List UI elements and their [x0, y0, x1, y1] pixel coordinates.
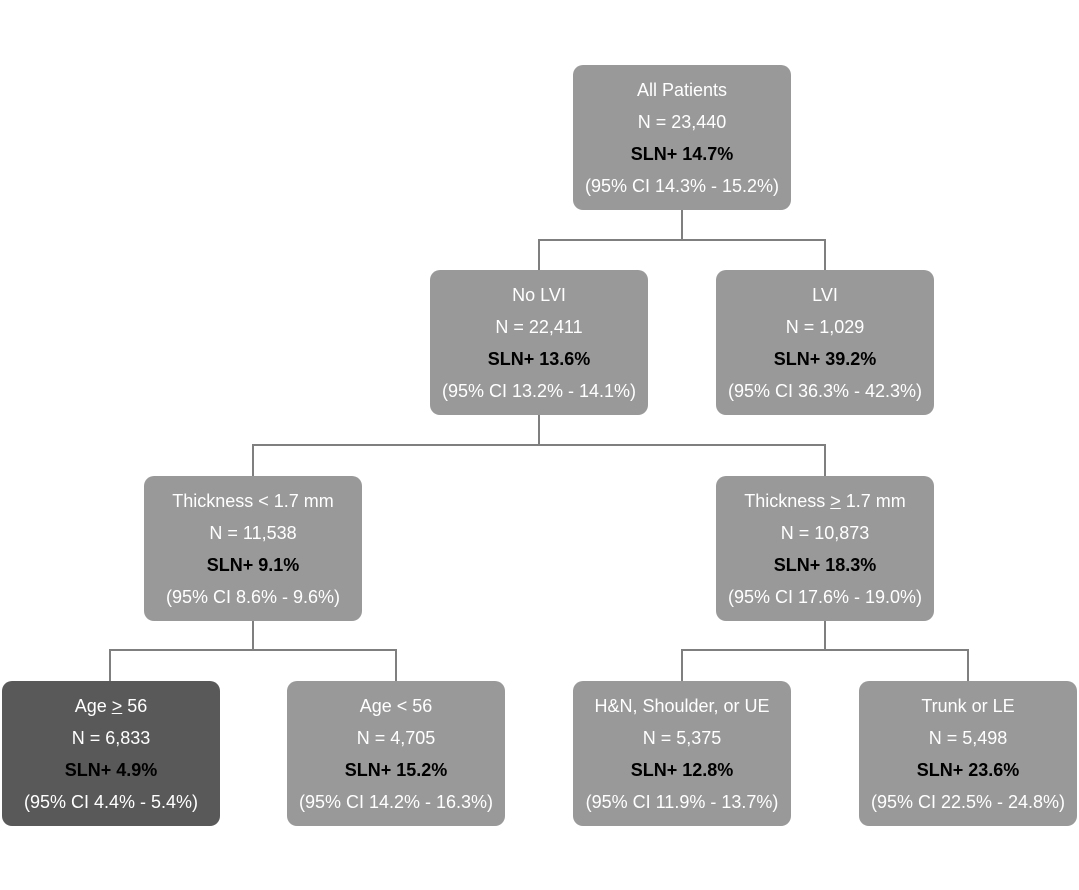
node-lvi: LVI N = 1,029 SLN+ 39.2% (95% CI 36.3% -…	[716, 270, 934, 415]
connector-thin-to-age-ge	[109, 620, 254, 681]
node-count: N = 4,705	[356, 727, 436, 748]
node-count: N = 11,538	[209, 522, 297, 543]
node-label: Age > 56	[75, 690, 148, 722]
node-ci: (95% CI 14.3% - 15.2%)	[584, 175, 780, 196]
node-count: N = 22,411	[495, 316, 583, 337]
node-count: N = 1,029	[785, 316, 865, 337]
node-age-lt: Age < 56 N = 4,705 SLN+ 15.2% (95% CI 14…	[287, 681, 505, 826]
node-label: Trunk or LE	[921, 695, 1015, 716]
node-ci: (95% CI 11.9% - 13.7%)	[585, 791, 779, 812]
node-sln-rate: SLN+ 15.2%	[344, 759, 448, 780]
node-label: All Patients	[636, 79, 728, 100]
connector-thin-to-age-lt	[253, 649, 397, 681]
ge-symbol: >	[830, 490, 841, 511]
node-ci: (95% CI 22.5% - 24.8%)	[870, 791, 1066, 812]
node-label: Thickness < 1.7 mm	[172, 490, 334, 511]
node-label: Age < 56	[359, 695, 433, 716]
node-ci: (95% CI 17.6% - 19.0%)	[727, 586, 923, 607]
node-sln-rate: SLN+ 39.2%	[773, 348, 877, 369]
connector-nolvi-to-thin	[252, 415, 540, 476]
node-label: LVI	[812, 284, 838, 305]
connector-thick-to-trunk	[825, 649, 969, 681]
node-thickness-ge: Thickness > 1.7 mm N = 10,873 SLN+ 18.3%…	[716, 476, 934, 621]
connector-all-to-lvi	[682, 239, 826, 270]
node-ci: (95% CI 14.2% - 16.3%)	[298, 791, 494, 812]
node-age-ge: Age > 56 N = 6,833 SLN+ 4.9% (95% CI 4.4…	[2, 681, 220, 826]
node-ci: (95% CI 13.2% - 14.1%)	[441, 380, 637, 401]
node-count: N = 5,498	[928, 727, 1008, 748]
connector-all-to-lvi-split	[538, 210, 683, 270]
node-thickness-lt: Thickness < 1.7 mm N = 11,538 SLN+ 9.1% …	[144, 476, 362, 621]
connector-thick-to-hn	[681, 620, 826, 681]
label-prefix: Thickness	[744, 490, 831, 511]
node-all-patients: All Patients N = 23,440 SLN+ 14.7% (95% …	[573, 65, 791, 210]
node-trunk-le: Trunk or LE N = 5,498 SLN+ 23.6% (95% CI…	[859, 681, 1077, 826]
node-hn-shoulder-ue: H&N, Shoulder, or UE N = 5,375 SLN+ 12.8…	[573, 681, 791, 826]
node-ci: (95% CI 8.6% - 9.6%)	[165, 586, 341, 607]
node-sln-rate: SLN+ 18.3%	[773, 554, 877, 575]
connector-nolvi-to-thick	[539, 444, 826, 476]
node-count: N = 10,873	[780, 522, 870, 543]
label-suffix: 56	[122, 695, 148, 716]
label-suffix: 1.7 mm	[840, 490, 906, 511]
node-ci: (95% CI 36.3% - 42.3%)	[727, 380, 923, 401]
node-sln-rate: SLN+ 14.7%	[630, 143, 734, 164]
node-sln-rate: SLN+ 9.1%	[206, 554, 300, 575]
node-count: N = 5,375	[642, 727, 722, 748]
label-prefix: Age	[74, 695, 112, 716]
node-label: Thickness > 1.7 mm	[744, 485, 906, 517]
node-count: N = 6,833	[71, 727, 151, 748]
node-sln-rate: SLN+ 13.6%	[487, 348, 591, 369]
node-label: H&N, Shoulder, or UE	[594, 695, 770, 716]
node-ci: (95% CI 4.4% - 5.4%)	[23, 791, 199, 812]
node-sln-rate: SLN+ 23.6%	[916, 759, 1020, 780]
ge-symbol: >	[111, 695, 123, 716]
node-no-lvi: No LVI N = 22,411 SLN+ 13.6% (95% CI 13.…	[430, 270, 648, 415]
node-label: No LVI	[512, 284, 566, 305]
node-sln-rate: SLN+ 12.8%	[630, 759, 734, 780]
node-count: N = 23,440	[637, 111, 727, 132]
node-sln-rate: SLN+ 4.9%	[64, 759, 158, 780]
